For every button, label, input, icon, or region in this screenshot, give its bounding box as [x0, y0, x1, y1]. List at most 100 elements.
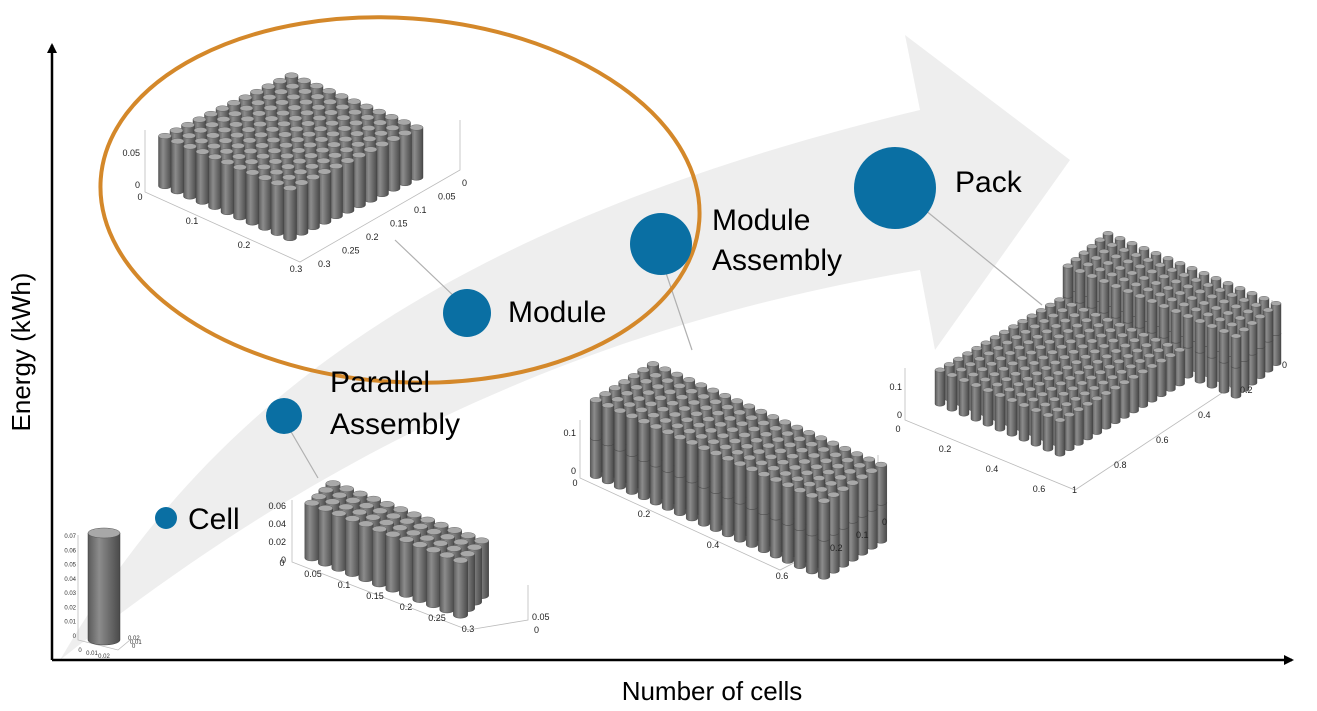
- tick-label: 0.05: [122, 148, 140, 158]
- parallel-assembly-marker: [266, 398, 302, 434]
- tick-label: 0: [534, 625, 539, 635]
- cell-cylinder: [1158, 303, 1170, 339]
- cell-cylinder: [626, 413, 639, 457]
- cell-cylinder: [439, 551, 455, 614]
- tick-label: 0.1: [338, 580, 351, 590]
- tick-label: 0.2: [238, 240, 251, 250]
- cell-cylinder: [170, 138, 185, 195]
- cell-cylinder: [1134, 293, 1146, 329]
- cell-cylinder: [746, 504, 759, 548]
- module-marker: [443, 289, 491, 337]
- cell-cylinder: [1042, 412, 1054, 452]
- cell-cylinder: [746, 466, 759, 510]
- parallel-assembly-label-line2: Assembly: [330, 408, 460, 441]
- cell-cylinder: [363, 146, 378, 203]
- cell-cylinder: [626, 451, 639, 495]
- cell-cylinder: [1238, 327, 1250, 362]
- cell-cylinder: [304, 499, 320, 562]
- tick-label: 0: [572, 478, 577, 488]
- tick-label: 0.1: [414, 205, 427, 215]
- cell-cylinder: [1100, 390, 1112, 430]
- cell-cylinder: [386, 135, 401, 192]
- cell-cylinder: [1110, 283, 1122, 319]
- cell-cylinder: [409, 124, 424, 181]
- cell-cylinder: [674, 472, 687, 516]
- tick-label: 0: [1282, 360, 1287, 370]
- cell-cylinder: [674, 434, 687, 478]
- cell-cylinder: [686, 439, 699, 484]
- tick-label: 0.06: [268, 501, 286, 511]
- cell-cylinder: [1206, 353, 1218, 389]
- tick-label: 0.02: [98, 654, 110, 660]
- cell-cylinder: [1182, 313, 1194, 349]
- cell-cylinder: [258, 174, 272, 231]
- cell-cylinder: [1054, 417, 1066, 457]
- tick-label: 0.25: [428, 613, 446, 623]
- cell-cylinder: [1082, 401, 1093, 441]
- cell-cylinder: [1246, 320, 1258, 356]
- tick-label: 0.6: [1156, 435, 1169, 445]
- tick-label: 0: [135, 180, 140, 190]
- module-label: Module: [508, 296, 606, 329]
- cell-cylinder: [865, 467, 878, 512]
- cell-cylinder: [934, 367, 946, 407]
- cell-cylinder: [1128, 374, 1139, 414]
- cell-cylinder: [385, 531, 401, 593]
- cell-cylinder: [1254, 314, 1266, 349]
- cell-cylinder: [650, 461, 663, 506]
- tick-label: 0.05: [304, 569, 322, 579]
- cell-cylinder: [1218, 328, 1230, 364]
- cell-cylinder: [982, 387, 994, 427]
- cell-cylinder: [698, 482, 711, 527]
- cell-cylinder: [283, 184, 297, 241]
- cell-cylinder: [1194, 348, 1206, 384]
- tick-label: 0.4: [707, 540, 720, 550]
- tick-label: 0.2: [638, 509, 651, 519]
- cell-cylinder: [306, 173, 320, 230]
- parallel-assembly-label-line1: Parallel: [330, 366, 430, 399]
- cell-cylinder: [1074, 268, 1086, 304]
- cell-cylinder: [602, 402, 615, 447]
- tick-label: 0.05: [64, 563, 76, 569]
- cell-cylinder: [1018, 402, 1030, 442]
- cell-cylinder: [758, 471, 771, 515]
- cell-cylinder: [1109, 385, 1121, 424]
- cell-cylinder: [722, 493, 735, 538]
- cell-cylinder: [734, 498, 747, 543]
- cell-cylinder: [426, 546, 441, 608]
- cell-cylinder: [614, 445, 627, 490]
- module-assembly-label-line2: Assembly: [712, 244, 842, 277]
- tick-label: 0.2: [366, 232, 379, 242]
- cell-marker: [155, 507, 177, 529]
- leader-line-parallel: [289, 429, 319, 479]
- y-axis-label: Energy (kWh): [6, 273, 36, 432]
- cell-cylinder: [590, 435, 603, 479]
- cell-cylinder: [875, 461, 888, 506]
- tick-label: 0.01: [86, 651, 98, 657]
- cell-cylinder: [208, 153, 222, 210]
- tick-label: 0: [895, 424, 900, 434]
- cell-cylinder: [399, 536, 414, 598]
- tick-label: 0.03: [64, 591, 76, 597]
- cell-cylinder: [245, 169, 260, 226]
- cell-cylinder: [358, 520, 374, 582]
- cell-cylinder: [1086, 273, 1098, 309]
- cell-cylinder: [1073, 406, 1084, 446]
- tick-label: 0.1: [856, 530, 869, 540]
- cell-cylinder: [818, 535, 831, 580]
- module-assembly-label-line1: Module: [712, 204, 810, 237]
- tick-label: 0.01: [130, 640, 142, 646]
- cell-cylinder: [1165, 352, 1176, 392]
- tick-label: 0.06: [64, 548, 76, 554]
- cell-cylinder: [317, 168, 332, 225]
- tick-label: 0: [281, 555, 286, 565]
- tick-label: 0.2: [830, 543, 843, 553]
- cell-cylinder: [794, 487, 807, 531]
- cell-cylinder: [1170, 308, 1182, 344]
- tick-label: 0: [73, 634, 77, 640]
- cell-cylinder: [345, 515, 360, 577]
